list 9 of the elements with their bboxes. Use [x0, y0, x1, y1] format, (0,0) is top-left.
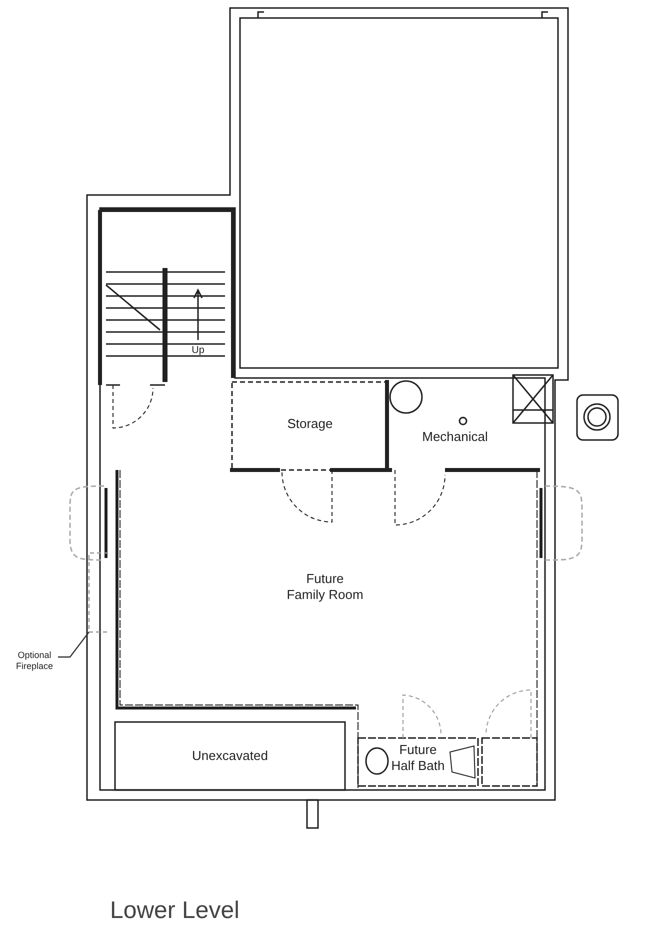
- room-label: Unexcavated: [180, 748, 280, 764]
- callout-label: Optional Fireplace: [12, 650, 57, 672]
- leader-line: [58, 632, 90, 658]
- room-label: Storage: [270, 416, 350, 432]
- room-label: Mechanical: [410, 429, 500, 445]
- fireplace-outline: [88, 552, 108, 633]
- plan-caption: Lower Level: [110, 897, 240, 926]
- stair-label: Up: [186, 345, 210, 357]
- room-label: Future Family Room: [286, 571, 364, 602]
